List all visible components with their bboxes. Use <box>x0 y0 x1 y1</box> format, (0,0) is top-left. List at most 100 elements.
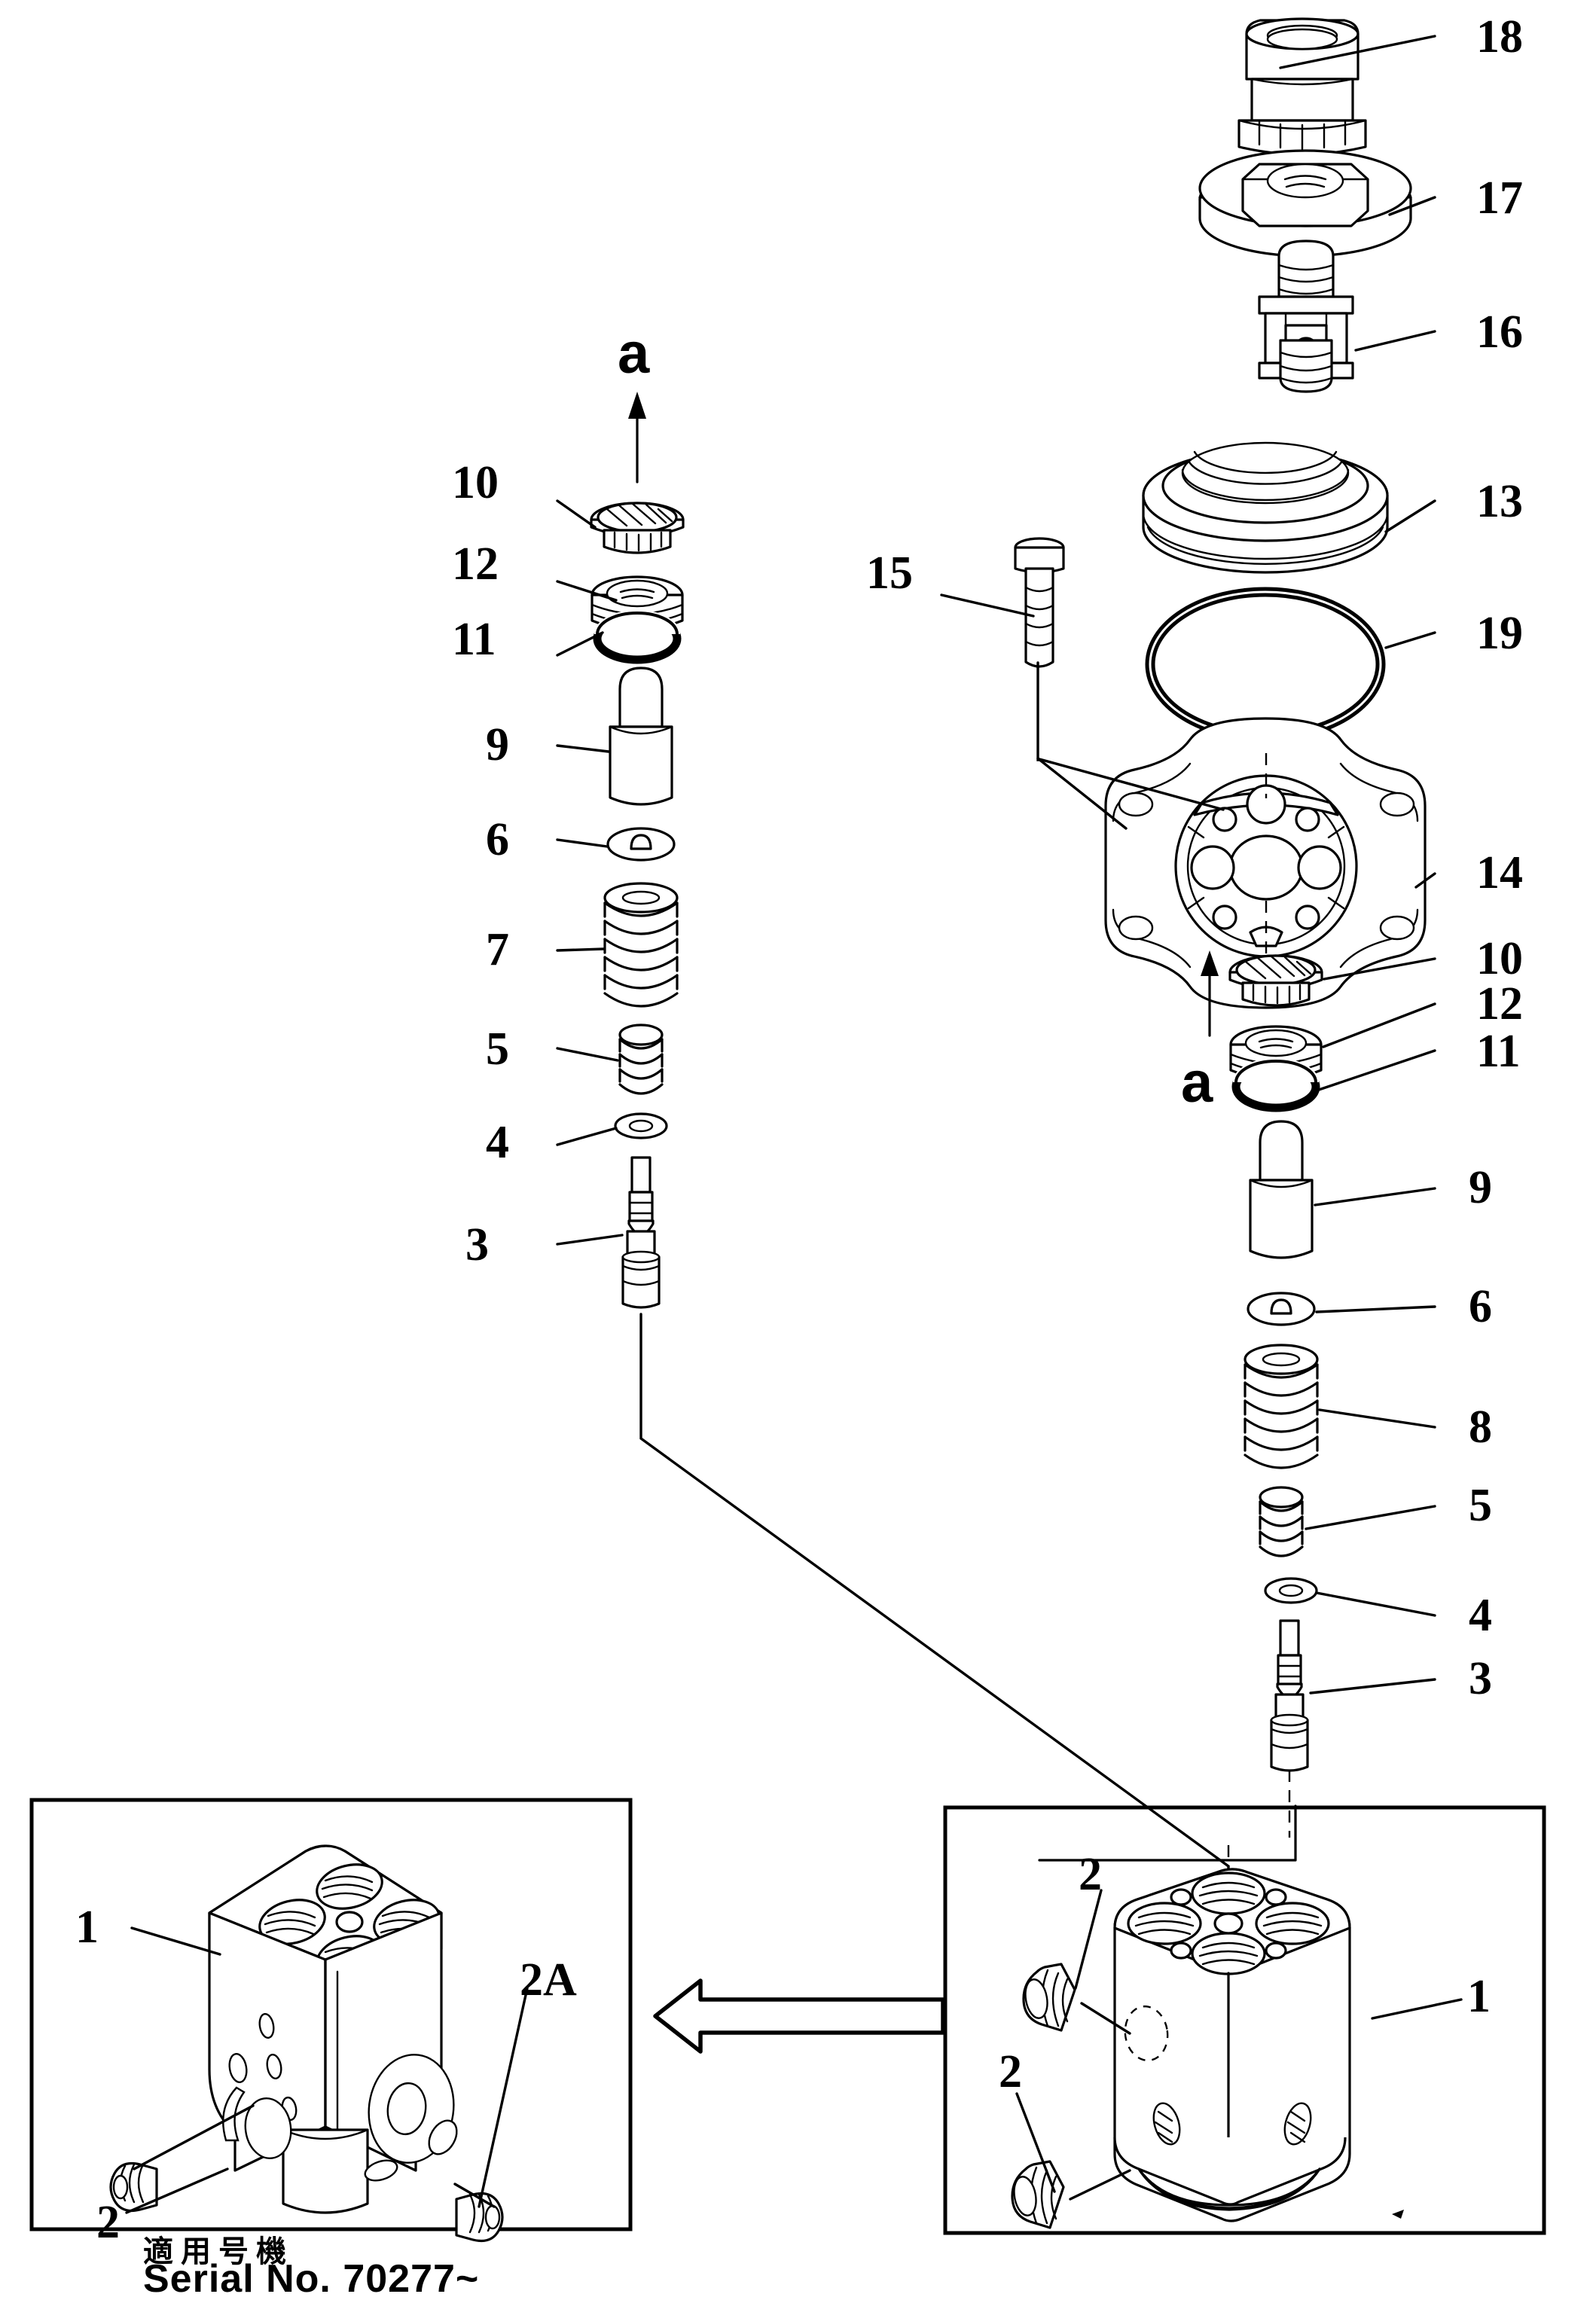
part-7-spring-left <box>603 882 679 1008</box>
leader-11-left <box>556 631 604 657</box>
part-6-seat-right <box>1247 1292 1316 1326</box>
leader-2-label-left <box>125 2167 229 2214</box>
leader-5-left <box>556 1047 619 1062</box>
callout-9-left: 9 <box>486 719 509 770</box>
section-marker-a-left: a <box>618 322 650 386</box>
callout-9-right: 9 <box>1469 1162 1492 1213</box>
caption-japanese: 適用号機 <box>143 2234 294 2269</box>
caption-serial-number: Serial No. 70277~ <box>143 2257 480 2297</box>
callout-12-left: 12 <box>452 538 499 590</box>
leader-4-right <box>1315 1591 1436 1617</box>
valve-body-inset-right <box>1011 1804 1404 2229</box>
part-3-spool-right <box>1270 1619 1309 1772</box>
leader-2-lower-label-right <box>1015 2092 1056 2193</box>
leader-12-right <box>1322 1002 1436 1048</box>
part-8-spring-right <box>1244 1344 1319 1469</box>
leader-6-left <box>556 838 609 848</box>
leader-left-to-body <box>639 1313 1230 1922</box>
callout-5-left: 5 <box>486 1023 509 1075</box>
callout-6-left: 6 <box>486 814 509 865</box>
part-10-cap-left <box>590 502 685 554</box>
flow-arrow <box>653 1978 945 2054</box>
valve-body-inset-left <box>109 1844 504 2243</box>
callout-4-right: 4 <box>1469 1590 1492 1641</box>
leader-15-diag <box>1038 758 1225 811</box>
callout-15: 15 <box>866 548 913 599</box>
leader-1-inset-left <box>130 1926 221 1956</box>
callout-2A-inset-left: 2A <box>520 1954 577 2006</box>
inset-box-left <box>29 1798 633 2231</box>
part-2-plug-upper-right <box>1022 1963 1076 2032</box>
part-2-plug-inset-left <box>109 2161 158 2213</box>
leader-17 <box>1388 196 1436 216</box>
part-19-oring <box>1145 587 1386 742</box>
leader-18 <box>1279 35 1436 69</box>
section-marker-a-right: a <box>1181 1051 1213 1115</box>
leader-2-upper-label-right <box>1074 1889 1103 1990</box>
leader-7-left <box>556 947 606 952</box>
part-14-flange-plate <box>1104 717 1427 1009</box>
leader-2-inset-left <box>133 2104 255 2170</box>
part-3-spool-left <box>621 1156 661 1309</box>
callout-3-right: 3 <box>1469 1653 1492 1704</box>
leader-4-left <box>556 1127 618 1146</box>
part-5-spring-right <box>1259 1486 1304 1557</box>
inset-box-right <box>943 1805 1546 2235</box>
callout-12-right: 12 <box>1476 978 1523 1030</box>
callout-6-right: 6 <box>1469 1281 1492 1332</box>
callout-3-left: 3 <box>465 1219 489 1271</box>
callout-16: 16 <box>1476 307 1523 358</box>
part-2-plug-lower-right <box>1011 2160 1065 2229</box>
callout-13: 13 <box>1476 476 1523 527</box>
leader-6-right <box>1315 1305 1436 1313</box>
part-15-bolt <box>1014 537 1065 668</box>
leader-8-right <box>1318 1408 1436 1429</box>
callout-17: 17 <box>1476 172 1523 224</box>
leader-10-left <box>556 499 597 529</box>
part-13-cover <box>1142 441 1389 574</box>
leader-9-left <box>556 744 610 753</box>
callout-18: 18 <box>1476 11 1523 63</box>
part-9-plunger-right <box>1249 1120 1314 1259</box>
leader-9-right <box>1314 1187 1436 1206</box>
part-6-seat-left <box>606 827 676 862</box>
body-bracket <box>1038 1804 1297 1862</box>
part-18-bushing <box>1237 17 1367 156</box>
callout-8-right: 8 <box>1469 1402 1492 1453</box>
leader-3-left <box>556 1234 624 1246</box>
callout-10-right: 10 <box>1476 933 1523 984</box>
callout-7-left: 7 <box>486 924 509 975</box>
leader-2A-body <box>453 2183 496 2208</box>
callout-14: 14 <box>1476 847 1523 898</box>
leader-3-right <box>1309 1678 1436 1695</box>
leader-2A-inset-left <box>478 1987 529 2208</box>
part-11-oring-right <box>1231 1058 1320 1112</box>
callout-2-inset-left: 2 <box>96 2197 120 2248</box>
leader-2-upper-body-right <box>1080 2002 1131 2035</box>
callout-5-right: 5 <box>1469 1480 1492 1531</box>
leader-16 <box>1354 330 1436 352</box>
callout-4-left: 4 <box>486 1117 509 1168</box>
leader-12-left <box>556 580 618 602</box>
callout-2-lower-inset-right: 2 <box>999 2046 1022 2097</box>
callout-11-right: 11 <box>1476 1026 1521 1077</box>
callout-2-upper-inset-right: 2 <box>1079 1849 1102 1900</box>
leader-14 <box>1414 872 1436 889</box>
callout-19: 19 <box>1476 608 1523 659</box>
part-4-washer-left <box>614 1112 668 1139</box>
leader-15-label <box>940 593 1035 618</box>
leader-11-right <box>1315 1049 1436 1092</box>
leader-1-inset-right <box>1371 1998 1463 2020</box>
callout-11-left: 11 <box>452 614 496 665</box>
callout-1-inset-right: 1 <box>1467 1971 1491 2022</box>
part-11-oring-left <box>593 610 682 664</box>
leader-19 <box>1384 631 1436 649</box>
leader-10-right <box>1323 957 1436 981</box>
part-17-washer-plate <box>1198 149 1412 258</box>
leader-13 <box>1384 499 1436 533</box>
part-5-spring-left <box>618 1023 664 1095</box>
part-9-plunger-left <box>609 667 673 806</box>
part-16-fitting <box>1258 239 1354 393</box>
callout-1-inset-left: 1 <box>75 1902 99 1953</box>
